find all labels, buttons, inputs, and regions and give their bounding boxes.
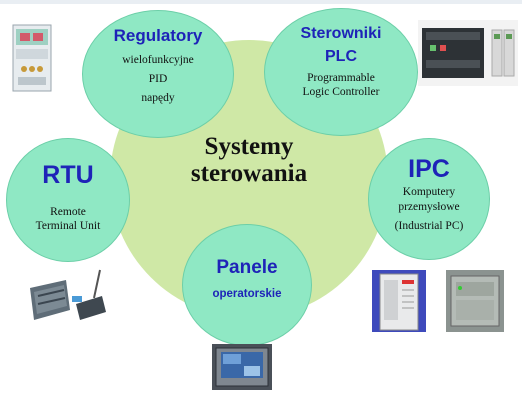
industrial-pc-icon xyxy=(372,270,426,332)
node-panele-subtitle: operatorskie xyxy=(212,288,282,300)
node-plc-subtitle: PLC xyxy=(325,48,357,65)
node-ipc-line: Komputery xyxy=(402,186,456,198)
regulator-device-icon xyxy=(12,24,52,92)
node-rtu: RTU Remote Terminal Unit xyxy=(6,138,130,262)
operator-panel-image xyxy=(212,344,272,390)
rtu-device-icon xyxy=(30,269,106,320)
node-regulatory-line: napędy xyxy=(141,92,175,104)
node-ipc-line: (Industrial PC) xyxy=(394,220,464,232)
node-regulatory-line: wielofunkcyjne xyxy=(122,54,194,66)
regulator-device-image xyxy=(12,24,52,92)
center-title-line1: Systemy xyxy=(204,133,294,160)
node-rtu-line: Terminal Unit xyxy=(35,220,101,232)
node-regulatory-line: PID xyxy=(148,73,168,85)
top-divider xyxy=(0,0,522,4)
node-plc-title: Sterowniki xyxy=(300,25,382,42)
node-ipc-title: IPC xyxy=(408,155,450,183)
plc-controller-image xyxy=(418,20,518,86)
node-rtu-line: Remote xyxy=(50,206,86,218)
industrial-rack-icon xyxy=(446,270,504,332)
node-panele-title: Panele xyxy=(216,257,278,278)
ipc-computer-image-1 xyxy=(372,270,426,332)
plc-controller-icon xyxy=(418,20,518,86)
node-plc: Sterowniki PLC Programmable Logic Contro… xyxy=(264,8,418,136)
node-ipc-line: przemysłowe xyxy=(398,201,460,213)
operator-panel-icon xyxy=(212,344,272,390)
node-plc-line: Programmable xyxy=(307,72,375,84)
rtu-device-image xyxy=(26,266,110,328)
node-panele: Panele operatorskie xyxy=(182,224,312,346)
node-regulatory: Regulatory wielofunkcyjne PID napędy xyxy=(82,10,234,138)
node-rtu-title: RTU xyxy=(42,161,94,189)
ipc-computer-image-2 xyxy=(446,270,504,332)
node-ipc: IPC Komputery przemysłowe (Industrial PC… xyxy=(368,138,490,260)
node-regulatory-title: Regulatory xyxy=(113,26,203,45)
center-title-line2: sterowania xyxy=(190,160,308,187)
node-plc-line: Logic Controller xyxy=(302,86,380,98)
center-title: Systemy sterowania xyxy=(110,133,388,187)
